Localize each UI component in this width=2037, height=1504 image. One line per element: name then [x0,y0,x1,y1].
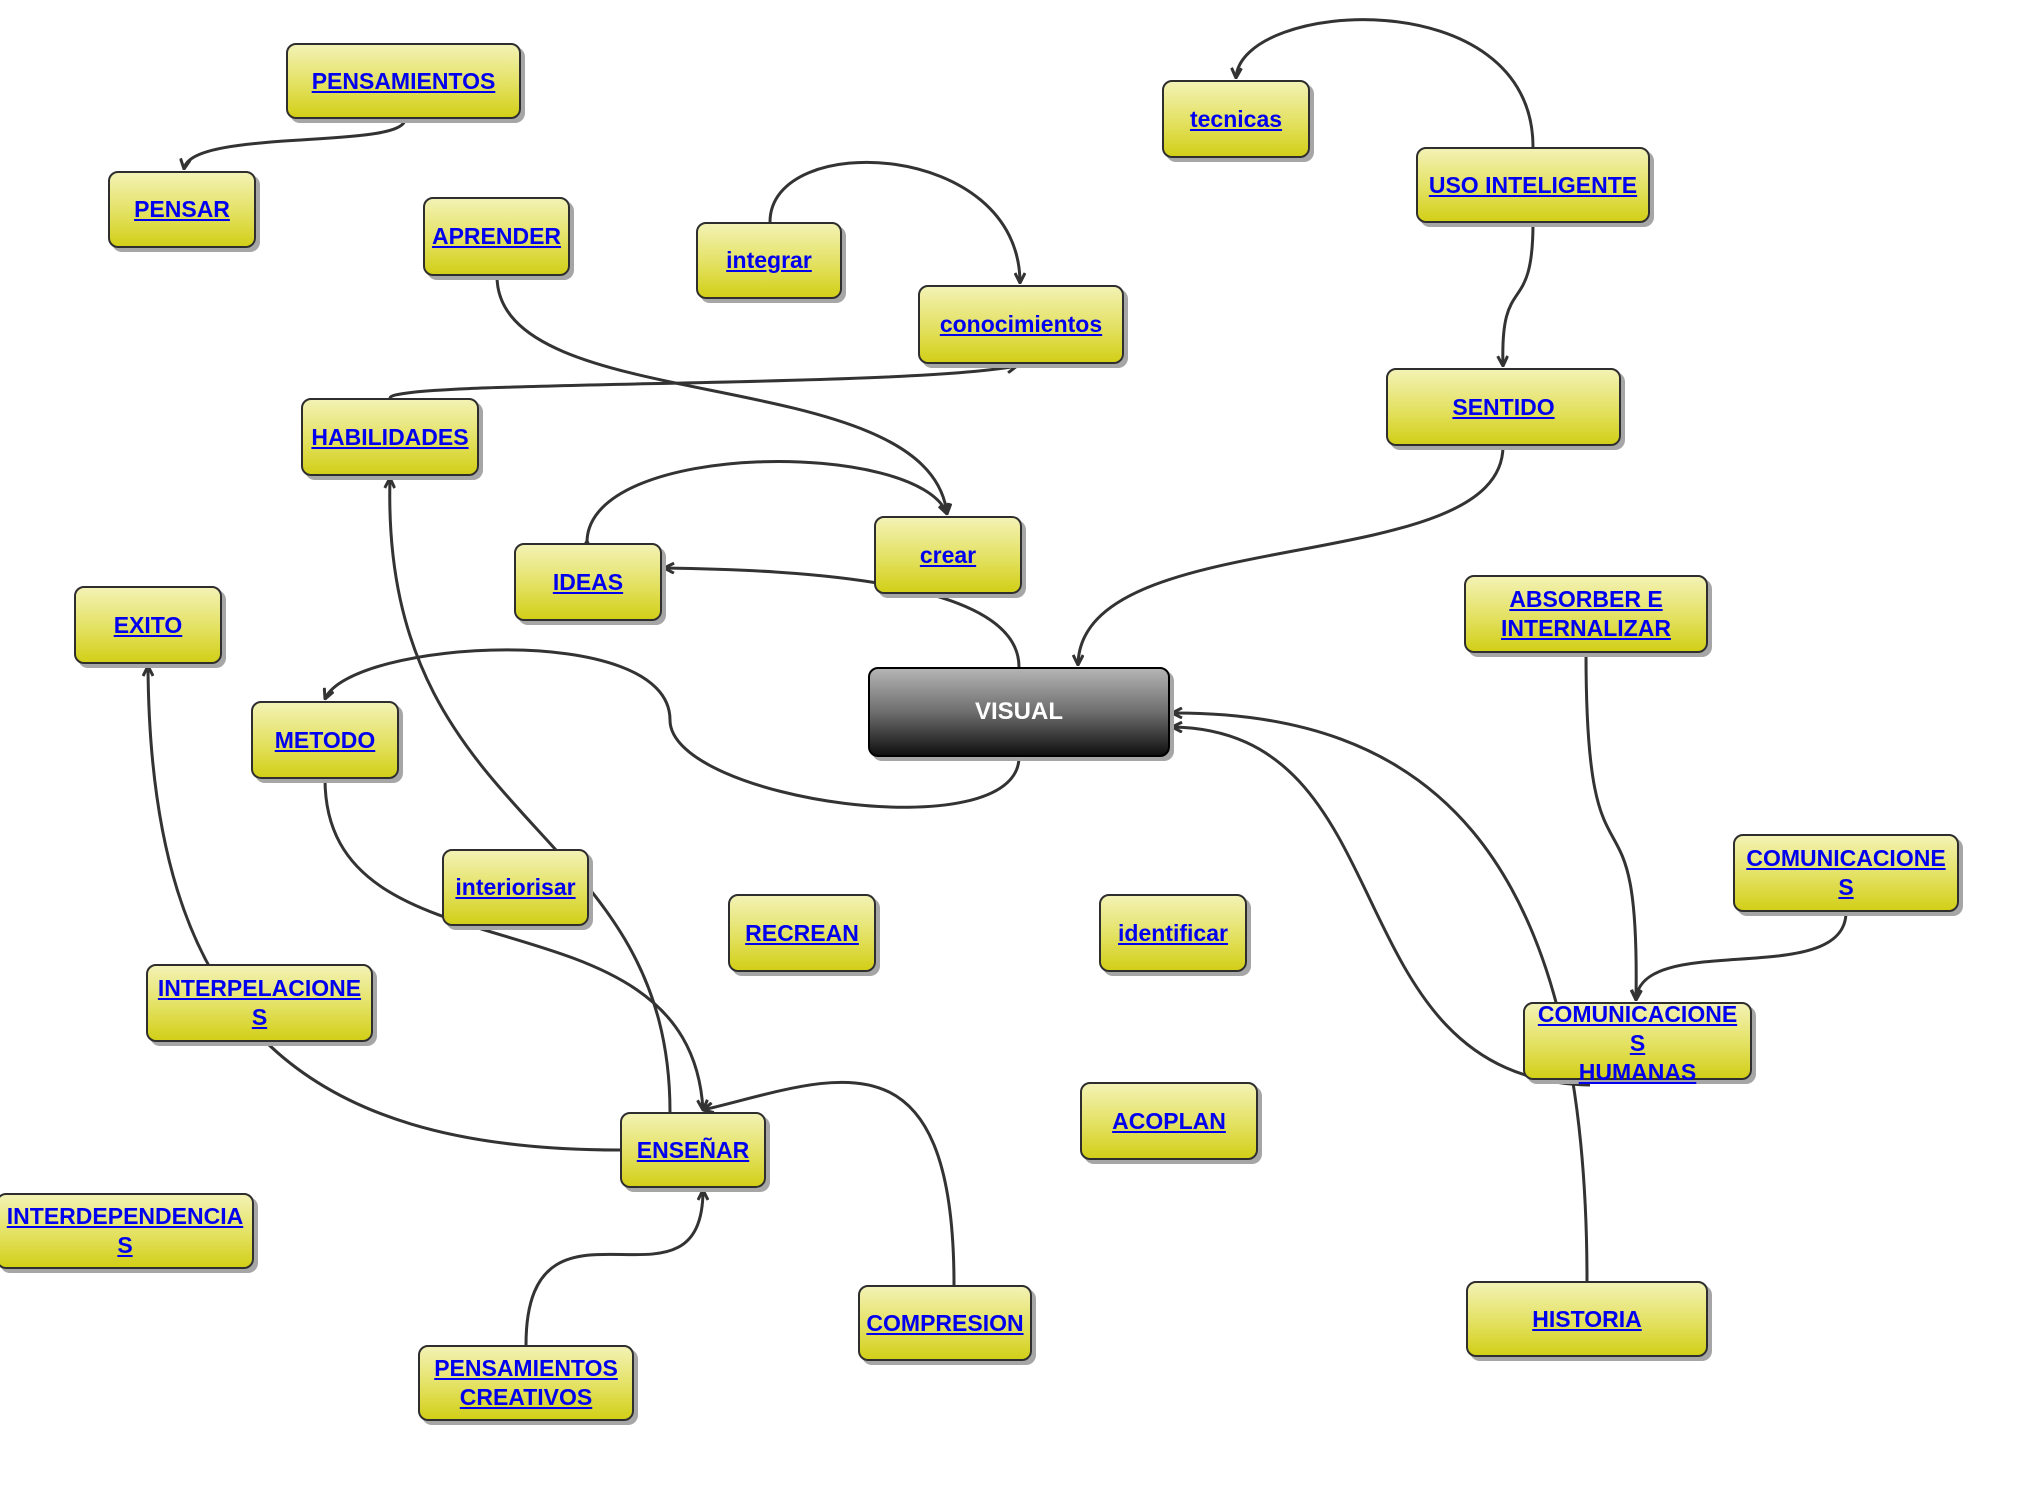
node-label: VISUAL [974,698,1063,725]
node-link[interactable]: COMUNICACIONE S HUMANAS [1537,1001,1738,1085]
edge-ideas-to-crear [587,460,947,541]
node-link[interactable]: RECREAN [745,919,859,946]
node-crear[interactable]: crear [874,516,1022,594]
edge-uso_inteligente-to-tecnicas [1236,18,1535,148]
node-sentido[interactable]: SENTIDO [1386,368,1621,446]
node-link[interactable]: ACOPLAN [1112,1107,1226,1134]
node-link[interactable]: interiorisar [455,874,576,900]
node-link[interactable]: PENSAMIENTOS CREATIVOS [434,1355,618,1410]
node-link[interactable]: USO INTELIGENTE [1428,171,1638,198]
node-ideas[interactable]: IDEAS [514,543,662,621]
edge-historia-to-visual [1172,713,1589,1282]
node-exito[interactable]: EXITO [74,586,222,664]
node-link[interactable]: EXITO [113,611,183,638]
node-link[interactable]: HISTORIA [1532,1305,1642,1332]
edge-integrar-to-conocimientos [768,160,1020,283]
node-link[interactable]: identificar [1118,919,1228,946]
node-uso-inteligente[interactable]: USO INTELIGENTE [1416,147,1650,223]
edge-pensamientos_creativos-to-ensenar [524,1190,703,1346]
node-link[interactable]: ABSORBER E INTERNALIZAR [1501,586,1671,641]
node-interpelaciones[interactable]: INTERPELACIONE S [146,964,373,1042]
node-compresion[interactable]: COMPRESION [858,1285,1032,1361]
node-comunicaciones-humanas[interactable]: COMUNICACIONE S HUMANAS [1523,1001,1752,1085]
edge-uso_inteligente-to-sentido [1503,222,1535,366]
node-link[interactable]: HABILIDADES [311,423,469,450]
node-recrean[interactable]: RECREAN [728,894,876,972]
node-conocimientos[interactable]: conocimientos [918,285,1124,364]
node-link[interactable]: PENSAR [134,196,230,222]
node-link[interactable]: METODO [274,726,376,753]
edge-ensenar-to-habilidades [390,478,672,1113]
edge-absorber-to-comunicaciones_humanas [1584,652,1636,1000]
node-integrar[interactable]: integrar [696,222,842,299]
node-interiorisar[interactable]: interiorisar [442,849,589,926]
node-tecnicas[interactable]: tecnicas [1162,80,1310,158]
node-historia[interactable]: HISTORIA [1466,1281,1708,1357]
edge-sentido-to-visual [1078,445,1505,665]
node-metodo[interactable]: METODO [251,701,399,779]
node-ensenar[interactable]: ENSEÑAR [620,1112,766,1188]
edge-metodo-to-ensenar [323,778,703,1110]
node-link[interactable]: crear [919,541,977,568]
node-link[interactable]: INTERDEPENDENCIA S [6,1203,244,1258]
node-link[interactable]: PENSAMIENTOS [311,67,496,94]
node-link[interactable]: IDEAS [552,568,624,595]
edge-habilidades-to-conocimientos [388,366,1017,400]
edge-comunicaciones_humanas-to-visual [1172,727,1591,1087]
node-pensar[interactable]: PENSAR [108,171,256,248]
node-interdependencias[interactable]: INTERDEPENDENCIA S [0,1193,254,1269]
node-link[interactable]: integrar [726,247,812,273]
node-link[interactable]: INTERPELACIONE S [157,975,362,1030]
node-pensamientos-creativos[interactable]: PENSAMIENTOS CREATIVOS [418,1345,634,1421]
edge-pensamientos-to-pensar [184,118,407,169]
node-pensamientos[interactable]: PENSAMIENTOS [286,43,521,119]
node-link[interactable]: tecnicas [1189,105,1283,132]
node-absorber[interactable]: ABSORBER E INTERNALIZAR [1464,575,1708,653]
node-comunicaciones[interactable]: COMUNICACIONE S [1733,834,1959,912]
node-aprender[interactable]: APRENDER [423,197,570,276]
edge-compresion-to-ensenar [703,1080,956,1286]
node-link[interactable]: conocimientos [939,311,1103,337]
node-acoplan[interactable]: ACOPLAN [1080,1082,1258,1160]
node-link[interactable]: ENSEÑAR [636,1136,750,1163]
node-link[interactable]: COMPRESION [866,1309,1024,1336]
node-link[interactable]: SENTIDO [1452,393,1555,420]
edge-aprender-to-crear [495,275,947,514]
node-link[interactable]: APRENDER [431,223,562,249]
edge-comunicaciones-to-comunicaciones_humanas [1636,911,1848,1000]
node-link[interactable]: COMUNICACIONE S [1746,845,1946,900]
node-identificar[interactable]: identificar [1099,894,1247,972]
node-visual-central[interactable]: VISUAL [868,667,1170,757]
node-habilidades[interactable]: HABILIDADES [301,398,479,476]
